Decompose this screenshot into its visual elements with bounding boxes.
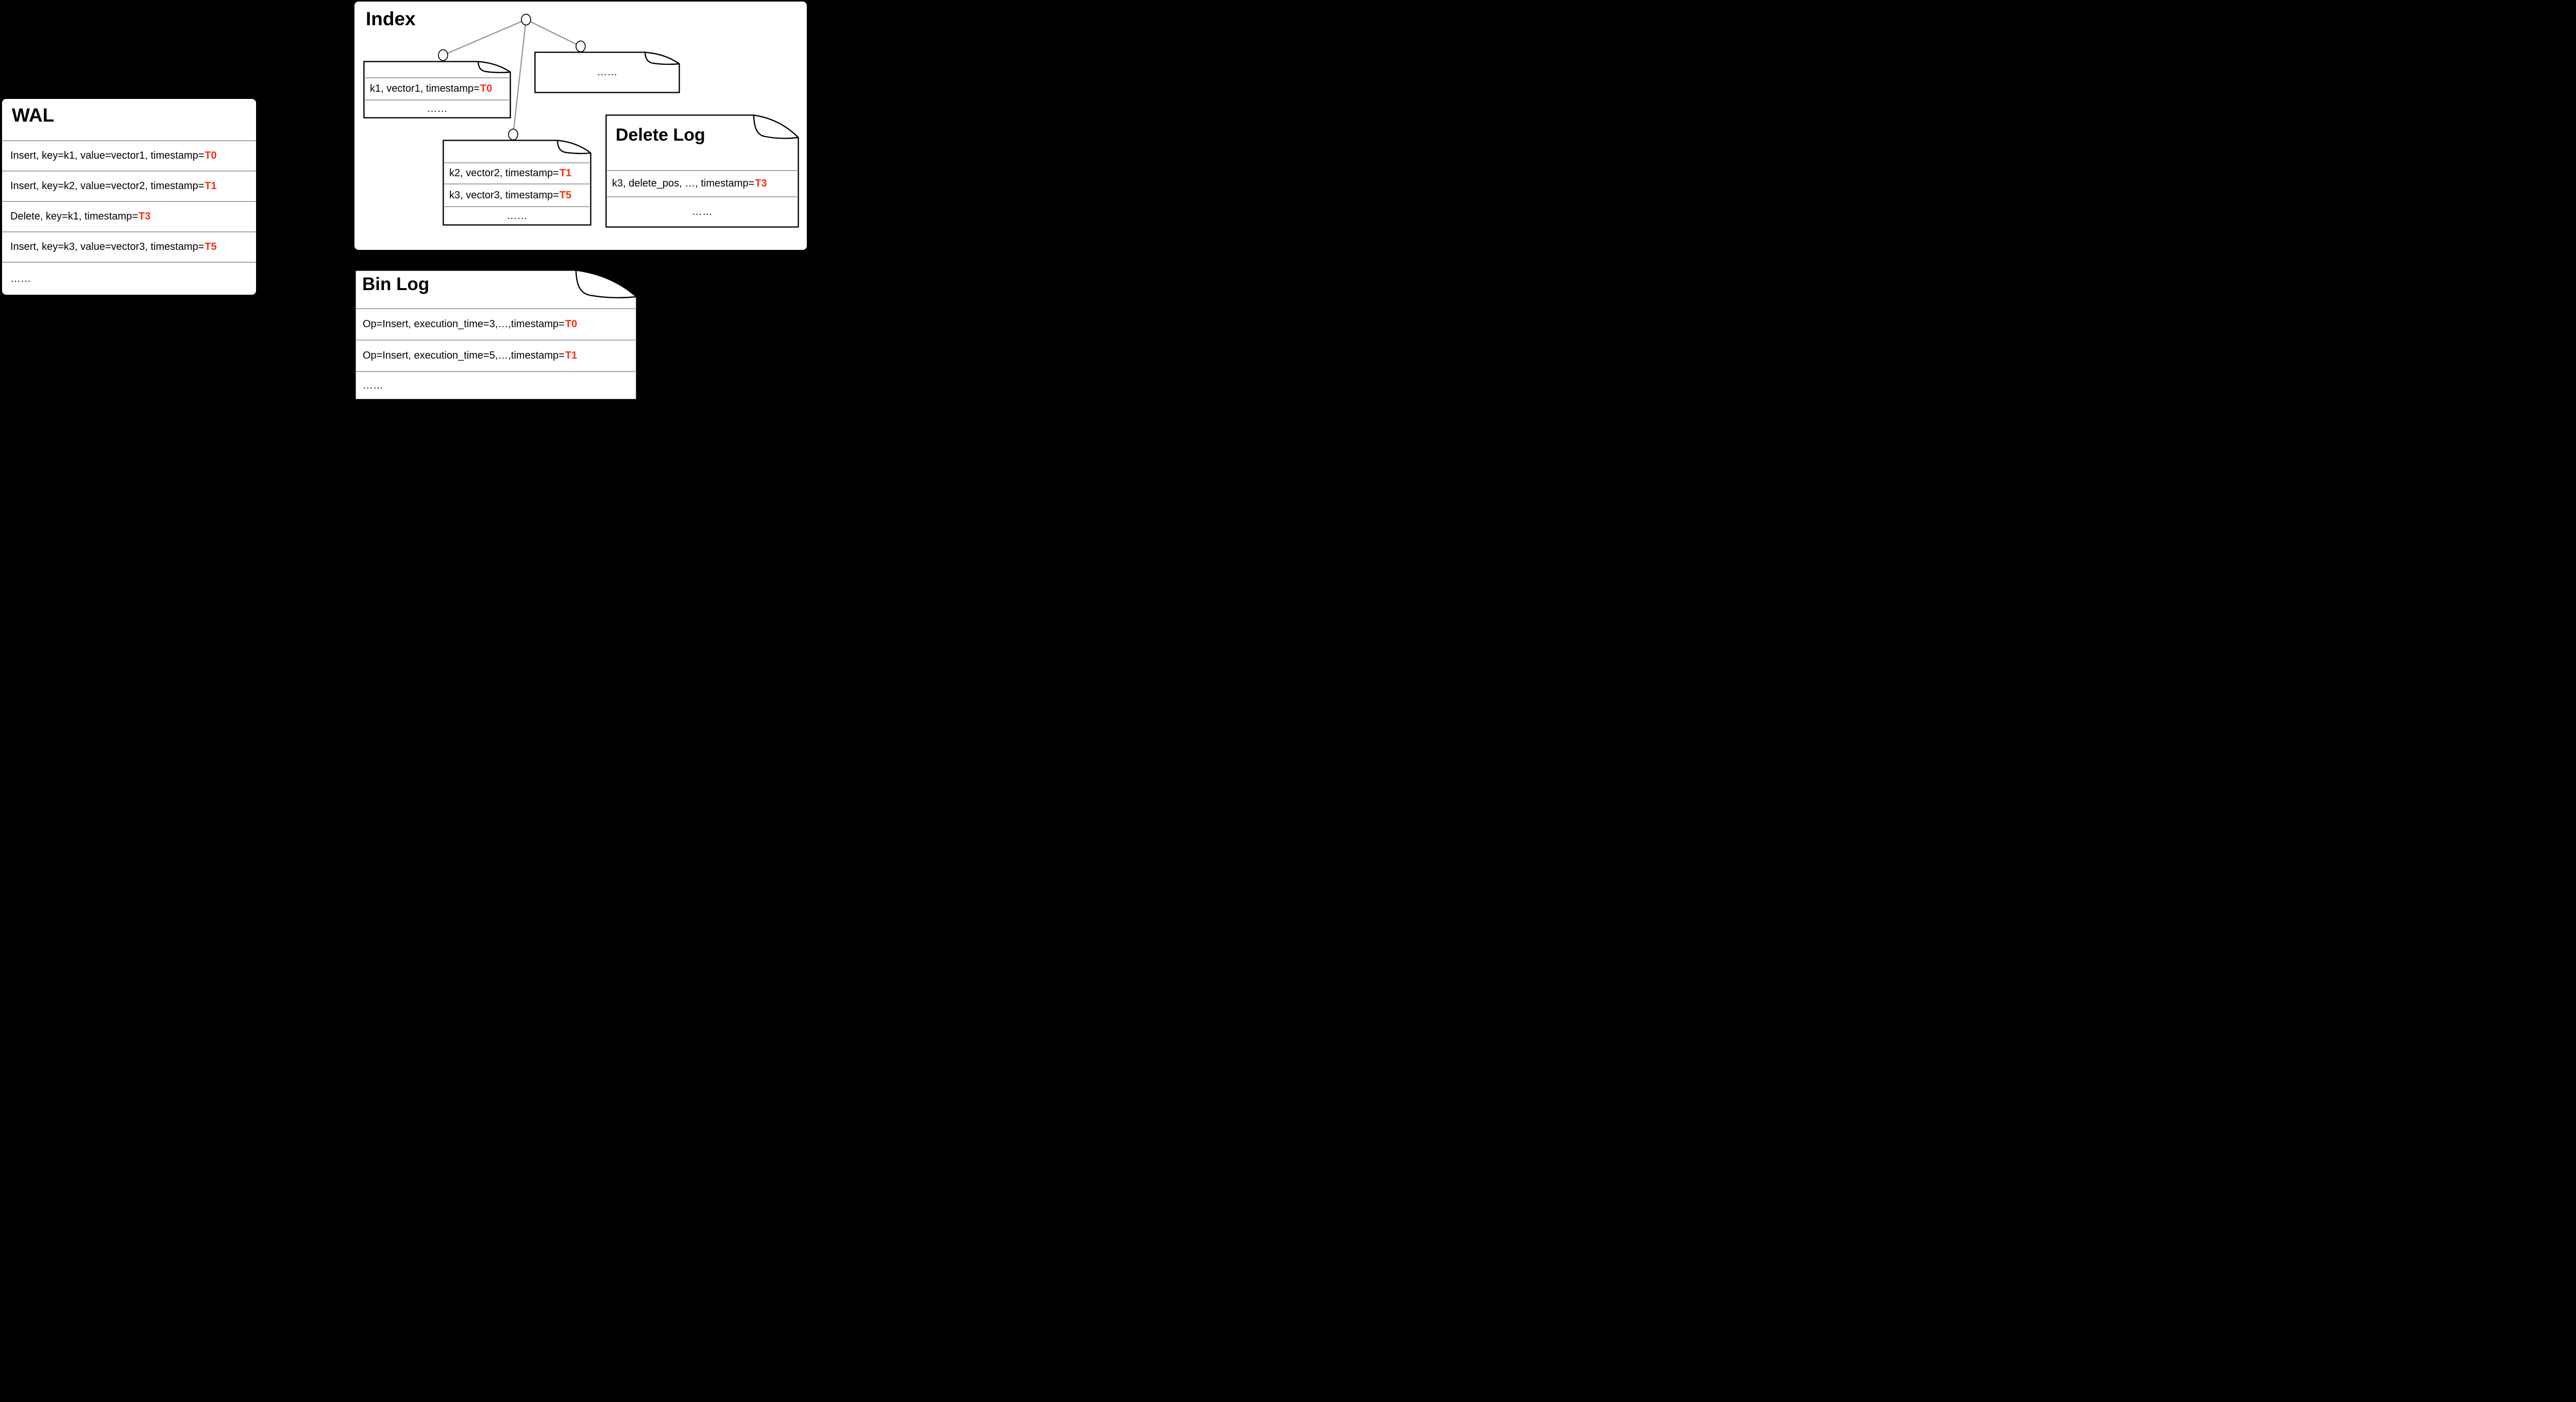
bin-log-title: Bin Log bbox=[362, 274, 430, 294]
timestamp-value: T0 bbox=[480, 83, 493, 94]
folded-page-icon bbox=[605, 114, 799, 228]
tree-edge bbox=[443, 19, 527, 56]
row-text: k3, vector3, timestamp= bbox=[449, 189, 559, 201]
tree-child-node-icon bbox=[438, 49, 448, 61]
log-row: Insert, key=k1, value=vector1, timestamp… bbox=[2, 140, 256, 171]
timestamp-value: T1 bbox=[565, 350, 578, 361]
log-row: …… bbox=[355, 371, 636, 399]
tree-edge bbox=[512, 19, 527, 135]
log-row: Insert, key=k2, value=vector2, timestamp… bbox=[2, 171, 256, 201]
storage-architecture-diagram: WAL Insert, key=k1, value=vector1, times… bbox=[0, 0, 808, 402]
log-row: k2, vector2, timestamp=T1 bbox=[444, 162, 590, 183]
row-text: …… bbox=[506, 210, 528, 222]
log-row: Insert, key=k3, value=vector3, timestamp… bbox=[2, 231, 256, 262]
folded-page-icon bbox=[354, 269, 637, 400]
row-text: Insert, key=k2, value=vector2, timestamp… bbox=[10, 180, 205, 192]
delete-log-rows: k3, delete_pos, …, timestamp=T3 …… bbox=[606, 170, 798, 227]
log-row: Op=Insert, execution_time=5,…,timestamp=… bbox=[355, 340, 636, 371]
log-row: k3, vector3, timestamp=T5 bbox=[444, 183, 590, 206]
timestamp-value: T0 bbox=[205, 150, 217, 161]
tree-edge bbox=[526, 19, 581, 47]
log-row: Delete, key=k1, timestamp=T3 bbox=[2, 201, 256, 231]
folded-page-icon bbox=[363, 61, 511, 119]
timestamp-value: T5 bbox=[205, 241, 217, 252]
wal-panel: WAL Insert, key=k1, value=vector1, times… bbox=[2, 99, 256, 295]
bin-log-panel: Bin Log Op=Insert, execution_time=3,…,ti… bbox=[354, 269, 637, 400]
row-text: Delete, key=k1, timestamp= bbox=[10, 211, 138, 222]
timestamp-value: T5 bbox=[559, 189, 572, 201]
wal-rows: Insert, key=k1, value=vector1, timestamp… bbox=[2, 140, 256, 295]
log-row: …… bbox=[535, 53, 679, 92]
index-title: Index bbox=[366, 8, 416, 29]
index-segment-ellipsis: …… bbox=[534, 52, 680, 93]
row-text: …… bbox=[363, 380, 383, 391]
row-text: Insert, key=k3, value=vector3, timestamp… bbox=[10, 241, 205, 252]
delete-log-panel: Delete Log k3, delete_pos, …, timestamp=… bbox=[605, 114, 799, 228]
log-row: k3, delete_pos, …, timestamp=T3 bbox=[606, 170, 798, 196]
log-row: …… bbox=[364, 99, 510, 117]
tree-child-node-icon bbox=[575, 40, 586, 53]
timestamp-value: T3 bbox=[138, 211, 151, 222]
delete-log-title: Delete Log bbox=[616, 125, 705, 145]
segment-k1-rows: k1, vector1, timestamp=T0 …… bbox=[364, 77, 510, 117]
timestamp-value: T3 bbox=[755, 178, 767, 189]
row-text: k1, vector1, timestamp= bbox=[370, 83, 480, 94]
folded-page-icon bbox=[534, 52, 680, 93]
row-text: Insert, key=k1, value=vector1, timestamp… bbox=[10, 150, 205, 161]
timestamp-value: T1 bbox=[205, 180, 217, 192]
tree-root-node-icon bbox=[521, 13, 531, 26]
timestamp-value: T0 bbox=[565, 318, 578, 330]
row-text: k2, vector2, timestamp= bbox=[449, 167, 559, 179]
log-row: Op=Insert, execution_time=3,…,timestamp=… bbox=[355, 308, 636, 340]
row-text: …… bbox=[10, 273, 31, 284]
index-panel: Index k1, vector1, timestamp=T0 …… …… k2,… bbox=[354, 2, 807, 250]
tree-child-node-icon bbox=[508, 128, 518, 141]
log-row: …… bbox=[606, 196, 798, 227]
log-row: …… bbox=[2, 262, 256, 295]
log-row: k1, vector1, timestamp=T0 bbox=[364, 77, 510, 99]
row-text: Op=Insert, execution_time=5,…,timestamp= bbox=[363, 350, 565, 361]
timestamp-value: T1 bbox=[559, 167, 572, 179]
row-text: Op=Insert, execution_time=3,…,timestamp= bbox=[363, 318, 565, 330]
log-row: …… bbox=[444, 206, 590, 225]
row-text: …… bbox=[692, 206, 713, 217]
row-text: …… bbox=[427, 103, 448, 114]
segment-ellipsis-rows: …… bbox=[535, 53, 679, 92]
bin-log-rows: Op=Insert, execution_time=3,…,timestamp=… bbox=[355, 308, 636, 399]
folded-page-icon bbox=[443, 140, 591, 226]
wal-title: WAL bbox=[12, 105, 55, 126]
row-text: k3, delete_pos, …, timestamp= bbox=[612, 178, 755, 189]
index-segment-k1: k1, vector1, timestamp=T0 …… bbox=[363, 61, 511, 119]
row-text: …… bbox=[597, 66, 618, 78]
